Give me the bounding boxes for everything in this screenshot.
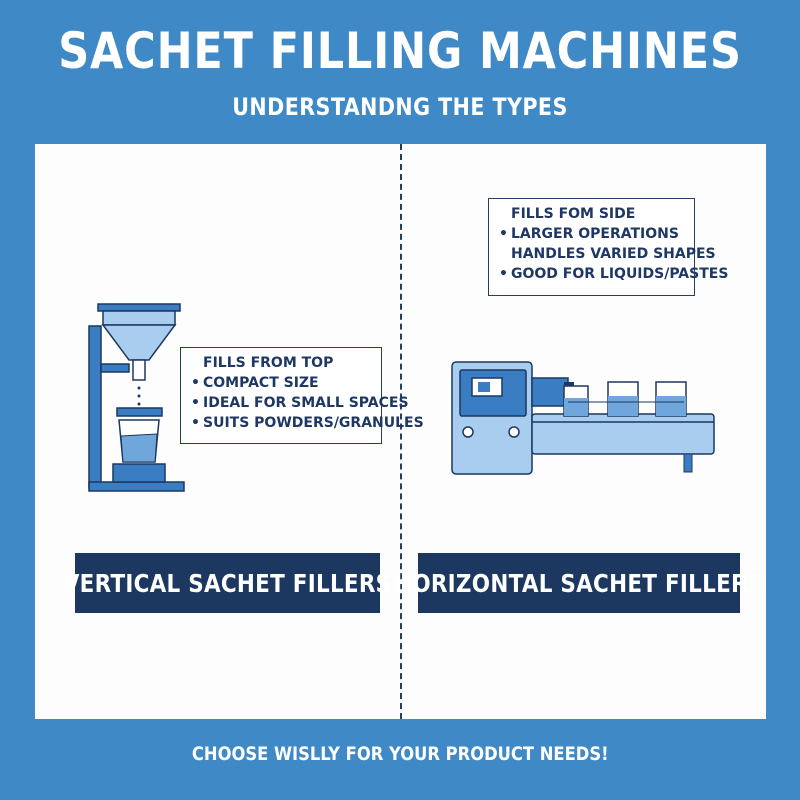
feature-line: FILLS FROM TOP xyxy=(203,355,334,371)
horizontal-label: HORIZONTAL SACHET FILLERS xyxy=(394,553,763,613)
vertical-filler-icon xyxy=(88,303,185,492)
feature-line: •GOOD FOR LIQUIDS/PASTES xyxy=(499,266,729,282)
vertical-label: VERTICAL SACHET FILLERS xyxy=(63,553,392,613)
feature-line: •LARGER OPERATIONS xyxy=(499,226,679,242)
feature-line: •COMPACT SIZE xyxy=(191,375,319,391)
feature-line: •SUITS POWDERS/GRANULES xyxy=(191,415,424,431)
footer-tagline: CHOOSE WISLLY FOR YOUR PRODUCT NEEDS! xyxy=(191,743,609,765)
page-subtitle: UNDERSTANDNG THE TYPES xyxy=(232,93,568,121)
vertical-features-box: FILLS FROM TOP •COMPACT SIZE •IDEAL FOR … xyxy=(180,347,424,444)
feature-line: •IDEAL FOR SMALL SPACES xyxy=(191,395,409,411)
page-title: SACHET FILLING MACHINES xyxy=(58,22,742,80)
horizontal-filler-icon xyxy=(451,361,715,475)
feature-line: FILLS FOM SIDE xyxy=(511,206,636,222)
horizontal-features-box: FILLS FOM SIDE •LARGER OPERATIONS HANDLE… xyxy=(488,198,729,296)
center-divider xyxy=(400,144,402,719)
feature-line: HANDLES VARIED SHAPES xyxy=(511,246,716,262)
